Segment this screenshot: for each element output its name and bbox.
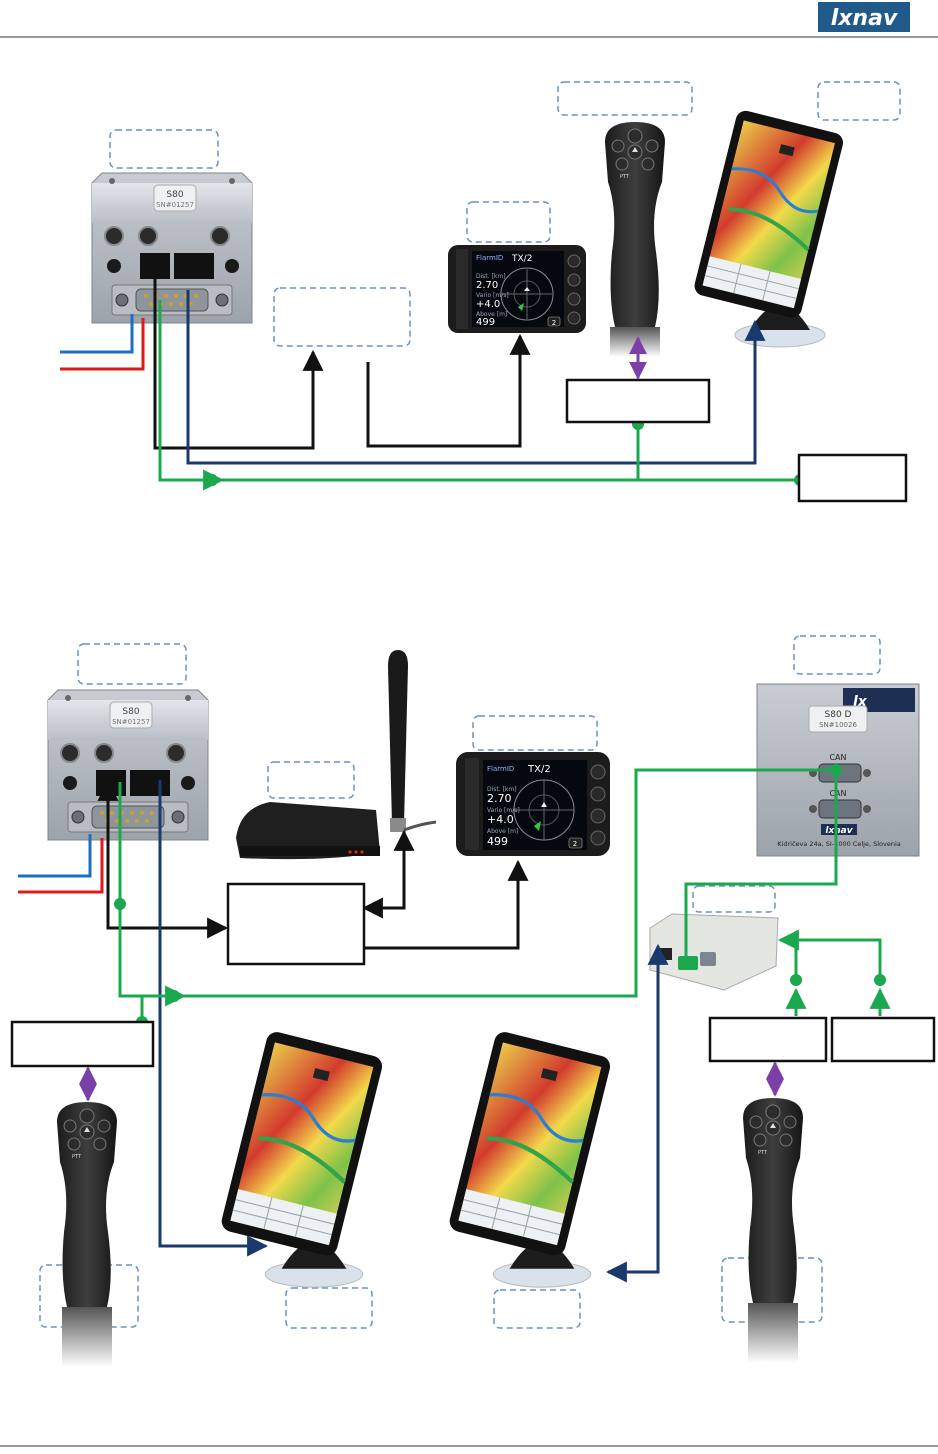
label-box-s80-front: [77, 643, 187, 685]
junction-dot-icon: [830, 764, 842, 776]
s80-front-serial-label: SN#01257: [112, 718, 150, 726]
flarm-data-lines: [153, 275, 531, 450]
can-bus-lines-2: [118, 768, 891, 1020]
flarm-display-dist-value: 2.70: [476, 280, 498, 291]
stick-interface-box-front: [10, 1020, 155, 1068]
flarm-display-2-title: FlarmID: [487, 765, 514, 773]
can-terminator-box: [797, 453, 908, 503]
flarm-to-display-link: [364, 859, 529, 950]
s80d-lxnav-badge: lxnav: [825, 826, 853, 836]
stick-ptt-label: PTT: [620, 174, 630, 180]
remote-stick-device: PTT: [604, 121, 666, 357]
can-junction-dots: [206, 418, 806, 486]
flarm-to-display-line: [366, 333, 531, 448]
can-bus-splitter-bridge: [794, 938, 882, 978]
flarm-display-tx: TX/2: [511, 254, 532, 264]
pitot-blue-line-2: [18, 834, 92, 878]
diagram-single-seat: S80 SN#01257 FlarmID TX/2 Dist. [km] 2.7…: [60, 81, 908, 503]
rs232-lines-2: [158, 780, 669, 1283]
s80d-address-label: Kidričeva 24a, SI-3000 Celje, Slovenia: [777, 840, 900, 848]
pitot-static-lines-2: [18, 834, 104, 894]
junction-dot-icon: [206, 474, 218, 486]
can-bus-s80d-to-splitter: [684, 770, 838, 960]
antenna-icon: [388, 650, 408, 824]
s80-model-label: S80: [166, 190, 183, 200]
s80-flarm-link: [97, 779, 229, 939]
pitot-red-line: [60, 318, 145, 371]
junction-dot-icon: [790, 974, 802, 986]
brand-logo-text: lxnav: [831, 6, 898, 31]
flarm-display-vario-label: Vario [m/s]: [476, 292, 509, 299]
label-box-s80d: [793, 635, 881, 675]
junction-dot-icon: [168, 990, 180, 1002]
flarm-display-2-page: 2: [573, 840, 577, 848]
stick-interface-box-rear: [708, 1016, 828, 1063]
s80-to-flarm-line: [153, 275, 324, 450]
label-box-flarm: [273, 287, 411, 347]
label-box-splitter: [692, 885, 776, 913]
flarm-display-device-2: FlarmID TX/2 Dist. [km] 2.70 Vario [m/s]…: [456, 752, 610, 856]
junction-dot-icon: [114, 898, 126, 910]
s80-vario-unit-front: S80 SN#01257: [47, 689, 209, 841]
flarm-display-above-label: Above [m]: [476, 311, 507, 318]
flarm-display-2-dist-label: Dist. [km]: [487, 786, 517, 793]
flarm-display-2-vario-label: Vario [m/s]: [487, 807, 520, 814]
rs232-splitter-to-rear-tablet: [605, 943, 669, 1283]
can-junction-dots-2: [114, 764, 886, 1028]
label-box-tablet-rear: [493, 1289, 581, 1329]
flarm-module-device: [236, 650, 437, 860]
can-terminator-box-2: [830, 1016, 936, 1063]
rs232-s80-to-tablet-line: [186, 290, 766, 465]
flarm-display-page: 2: [552, 319, 556, 327]
flarm-display-2-vario-value: +4.0: [487, 813, 514, 826]
remote-stick-rear: PTT: [742, 1097, 804, 1363]
s80d-serial-label: SN#10026: [819, 721, 857, 729]
flarm-display-device: FlarmID TX/2 Dist. [km] 2.70 Vario [m/s]…: [448, 245, 586, 333]
flarm-data-lines-2: [97, 779, 529, 950]
s80d-model-label: S80 D: [825, 710, 852, 720]
pitot-static-lines: [60, 314, 145, 371]
label-box-tablet-front: [285, 1287, 373, 1329]
placeholder-labels: [109, 81, 901, 347]
label-box-flarm-display-2: [472, 715, 598, 751]
can-splitter-device: [649, 913, 779, 991]
page-header: lxnav: [0, 2, 938, 38]
flarm-display-vario-value: +4.0: [476, 299, 500, 310]
flarm-display-2-dist-value: 2.70: [487, 792, 512, 805]
junction-dot-icon: [874, 974, 886, 986]
lxnav-logo: [818, 2, 910, 32]
s80d-can-label-1: CAN: [829, 753, 846, 762]
tablet-display-device: [690, 106, 848, 349]
flarm-display-2-tx: TX/2: [527, 764, 551, 775]
s80-serial-label: SN#01257: [156, 201, 194, 209]
can-bus-front-to-s80d: [118, 768, 836, 998]
label-box-remote-stick: [557, 81, 693, 116]
flarm-interface-box: [226, 882, 366, 966]
flarm-display-2-above-value: 499: [487, 835, 508, 848]
pitot-blue-line: [60, 314, 134, 354]
diagram-two-seat: S80 SN#01257 FlarmID TX/2: [10, 635, 936, 1367]
label-box-tablet: [817, 81, 901, 121]
tablet-display-front: [219, 1030, 384, 1287]
flarm-display-title: FlarmID: [476, 254, 503, 262]
flarm-display-2-above-label: Above [m]: [487, 828, 518, 835]
flarm-display-above-value: 499: [476, 317, 495, 328]
stick-rear-ptt-label: PTT: [758, 1150, 768, 1156]
flarm-antenna-link: [361, 829, 415, 919]
tablet-display-rear: [447, 1030, 612, 1287]
s80-vario-unit: S80 SN#01257: [91, 172, 253, 324]
label-box-flarm-display: [466, 201, 551, 243]
label-box-s80: [109, 129, 219, 169]
stick-front-ptt-label: PTT: [72, 1154, 82, 1160]
s80d-can-label-2: CAN: [829, 789, 846, 798]
remote-stick-front: PTT: [56, 1101, 118, 1367]
s80-front-model-label: S80: [122, 707, 139, 717]
stick-interface-box: [565, 378, 711, 424]
label-box-flarm-2: [267, 761, 355, 799]
flarm-display-dist-label: Dist. [km]: [476, 273, 506, 280]
can-bus-main-line: [158, 300, 798, 482]
rs232-s80-to-front-tablet: [158, 780, 269, 1257]
